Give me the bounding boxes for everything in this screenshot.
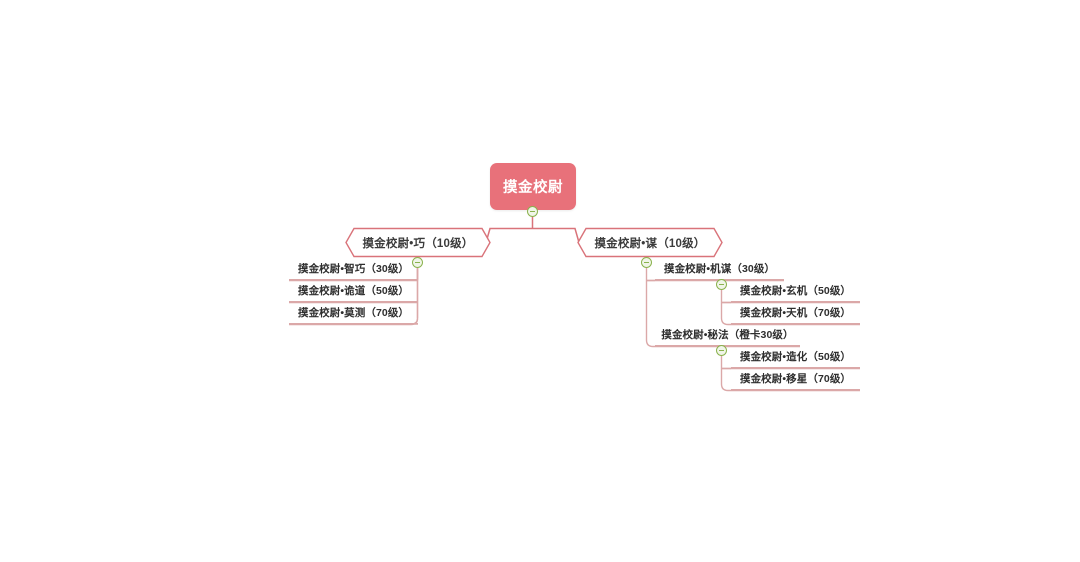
collapse-toggle-mifa[interactable]	[716, 345, 727, 356]
leaf-node-xuanji[interactable]: 摸金校尉•玄机（50级）	[731, 281, 860, 302]
leaf-node-zaohua-label: 摸金校尉•造化（50级）	[739, 351, 852, 363]
branch-node-left-label: 摸金校尉•巧（10级）	[362, 237, 474, 250]
leaf-node-tianji-label: 摸金校尉•天机（70级）	[739, 307, 852, 319]
leaf-node-zhiqiao-label: 摸金校尉•智巧（30级）	[297, 263, 410, 275]
root-node-label: 摸金校尉	[503, 180, 563, 196]
leaf-node-xuanji-label: 摸金校尉•玄机（50级）	[739, 285, 852, 297]
leaf-node-yixing-label: 摸金校尉•移星（70级）	[739, 373, 852, 385]
leaf-node-mece[interactable]: 摸金校尉•莫测（70级）	[289, 303, 418, 324]
leaf-node-zhiqiao[interactable]: 摸金校尉•智巧（30级）	[289, 259, 418, 280]
leaf-node-mifa[interactable]: 摸金校尉•秘法（橙卡30级）	[655, 325, 800, 346]
leaf-node-tianji[interactable]: 摸金校尉•天机（70级）	[731, 303, 860, 324]
collapse-toggle-right-branch[interactable]	[641, 257, 652, 268]
leaf-node-jimou[interactable]: 摸金校尉•机谋（30级）	[655, 259, 784, 280]
collapse-toggle-jimou[interactable]	[716, 279, 727, 290]
leaf-node-mece-label: 摸金校尉•莫测（70级）	[297, 307, 410, 319]
branch-node-right[interactable]: 摸金校尉•谋（10级）	[578, 228, 722, 257]
branch-node-left[interactable]: 摸金校尉•巧（10级）	[346, 228, 490, 257]
branch-node-right-label: 摸金校尉•谋（10级）	[594, 237, 706, 250]
collapse-toggle-root[interactable]	[527, 206, 538, 217]
leaf-node-guidao[interactable]: 摸金校尉•诡道（50级）	[289, 281, 418, 302]
leaf-node-jimou-label: 摸金校尉•机谋（30级）	[663, 263, 776, 275]
leaf-node-guidao-label: 摸金校尉•诡道（50级）	[297, 285, 410, 297]
leaf-node-zaohua[interactable]: 摸金校尉•造化（50级）	[731, 347, 860, 368]
root-node[interactable]: 摸金校尉	[490, 163, 576, 210]
leaf-node-mifa-label: 摸金校尉•秘法（橙卡30级）	[661, 329, 794, 341]
collapse-toggle-left-branch[interactable]	[412, 257, 423, 268]
leaf-node-yixing[interactable]: 摸金校尉•移星（70级）	[731, 369, 860, 390]
